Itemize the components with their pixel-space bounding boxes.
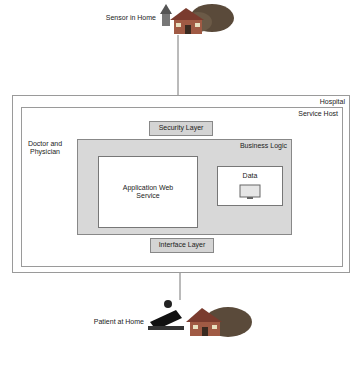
place-label: Doctor and Physician <box>22 140 68 157</box>
house-icon <box>170 4 234 34</box>
box-label: Interface Layer <box>159 241 206 249</box>
data-box: Data <box>217 166 283 206</box>
place-label: Patient at Home <box>70 318 144 326</box>
layer-box: Interface Layer <box>150 238 214 253</box>
group-heading: Business Logic <box>240 142 287 150</box>
box-label: Security Layer <box>159 124 204 132</box>
box-label: Application Web Service <box>118 184 178 201</box>
host-boundary: Service HostSecurity LayerBusiness Logic… <box>21 107 343 267</box>
logic-group: Business LogicApplication Web Service Dat… <box>77 139 292 235</box>
place-label: Sensor in Home <box>86 14 156 22</box>
hospital-boundary: HospitalService HostSecurity LayerBusine… <box>12 95 350 273</box>
group-heading: Service Host <box>298 110 338 118</box>
sensor-icon <box>160 4 172 26</box>
house-icon <box>186 307 252 337</box>
layer-box: Security Layer <box>149 121 213 136</box>
box-label: Data <box>243 172 258 180</box>
service-box: Application Web Service <box>98 156 198 228</box>
patient-icon <box>148 300 184 330</box>
database-icon <box>239 184 261 200</box>
group-heading: Hospital <box>320 98 345 106</box>
